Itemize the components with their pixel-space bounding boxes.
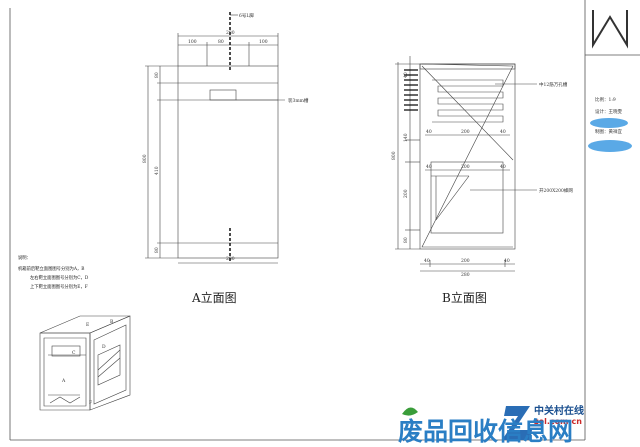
view-a-slot-callout: 装3mm槽 (288, 97, 309, 104)
view-b-elevation (395, 56, 537, 272)
watermark: 中关村在线 zol.com.cn 废品回收信息网 (398, 404, 584, 446)
designer-signature-stamp (590, 118, 628, 128)
drawer-label: 制图：黄祥宜 (595, 128, 622, 135)
view-a-middle-height: 410 (154, 166, 160, 175)
view-a-overall-width: 280 (226, 30, 235, 36)
notes-line-1: 机箱前后靶立面图图号分别为A，B (18, 265, 84, 272)
view-b-bottom-band: 80 (403, 237, 409, 243)
view-b-bottom-right: 40 (504, 258, 510, 264)
view-b-mesh-callout: 开200X200蜂网 (539, 187, 573, 194)
iso-label-bottom: F (89, 400, 92, 406)
view-a-elevation (145, 12, 285, 264)
view-a-left-width: 100 (188, 39, 197, 45)
sheet-frame (9, 0, 640, 441)
watermark-brand: 中关村在线 (534, 404, 584, 417)
iso-label-left: C (72, 350, 76, 356)
view-b-row1-right: 40 (500, 129, 506, 135)
view-b-rail-ticks (404, 69, 418, 111)
notes-line-3: 上下靶立面图图号分别为E，F (30, 283, 88, 290)
iso-label-back: B (110, 319, 114, 325)
iso-label-right: D (102, 344, 106, 350)
view-b-overall-height: 800 (391, 151, 397, 160)
iso-label-front: A (61, 378, 66, 384)
iso-label-top: E (86, 322, 89, 328)
isometric-labels: E A C D F B (61, 319, 114, 406)
view-b-grille-height: 140 (403, 133, 409, 142)
view-a-bottom-band: 80 (154, 247, 160, 253)
view-b-top-band: 40 (403, 72, 409, 78)
notes-block: 说明： 机箱前后靶立面图图号分别为A，B 左右靶立面图图号分别为C，D 上下靶立… (18, 254, 89, 290)
view-b-overall-width: 280 (461, 272, 470, 278)
view-a-center-width: 80 (218, 39, 224, 45)
view-b-grille-callout: 中12筋万孔槽 (539, 81, 568, 88)
view-b-window-height: 200 (403, 189, 409, 198)
view-b-row1-center: 200 (461, 129, 470, 135)
view-b-row2-center: 200 (461, 164, 470, 170)
view-a-foot-callout: 6号L脚 (239, 12, 254, 19)
w-logo-icon (592, 10, 628, 49)
view-b-row2-left: 40 (426, 164, 432, 170)
watermark-slogan: 废品回收信息网 (398, 417, 573, 446)
zol-logo-icon (502, 406, 532, 440)
view-a-dimensions: 280 100 80 100 280 800 80 410 80 6号L脚 装3… (142, 12, 309, 262)
title-block: 比例：1:9 设计：王晓雯 制图：黄祥宜 (588, 96, 632, 152)
notes-heading: 说明： (18, 254, 31, 261)
drawer-signature-stamp (588, 140, 632, 152)
view-b-title: B立面图 (442, 290, 487, 305)
view-b-bottom-center: 200 (461, 258, 470, 264)
view-b-row1-left: 40 (426, 129, 432, 135)
view-b-dimensions: 800 40 140 200 80 40 200 40 40 200 40 40… (391, 72, 573, 278)
view-a-title: A立面图 (191, 290, 237, 305)
view-a-top-band: 80 (154, 72, 160, 78)
notes-line-2: 左右靶立面图图号分别为C，D (30, 274, 89, 281)
view-a-overall-height: 800 (142, 154, 148, 163)
scale-label: 比例：1:9 (595, 96, 616, 103)
leaf-logo-icon (402, 407, 418, 416)
view-a-bottom-width: 280 (226, 256, 235, 262)
view-a-right-width: 100 (259, 39, 268, 45)
view-b-bottom-left: 40 (424, 258, 430, 264)
designer-label: 设计：王晓雯 (595, 108, 622, 115)
view-b-row2-right: 40 (500, 164, 506, 170)
isometric-view (39, 315, 131, 411)
watermark-domain: zol.com.cn (534, 417, 582, 426)
